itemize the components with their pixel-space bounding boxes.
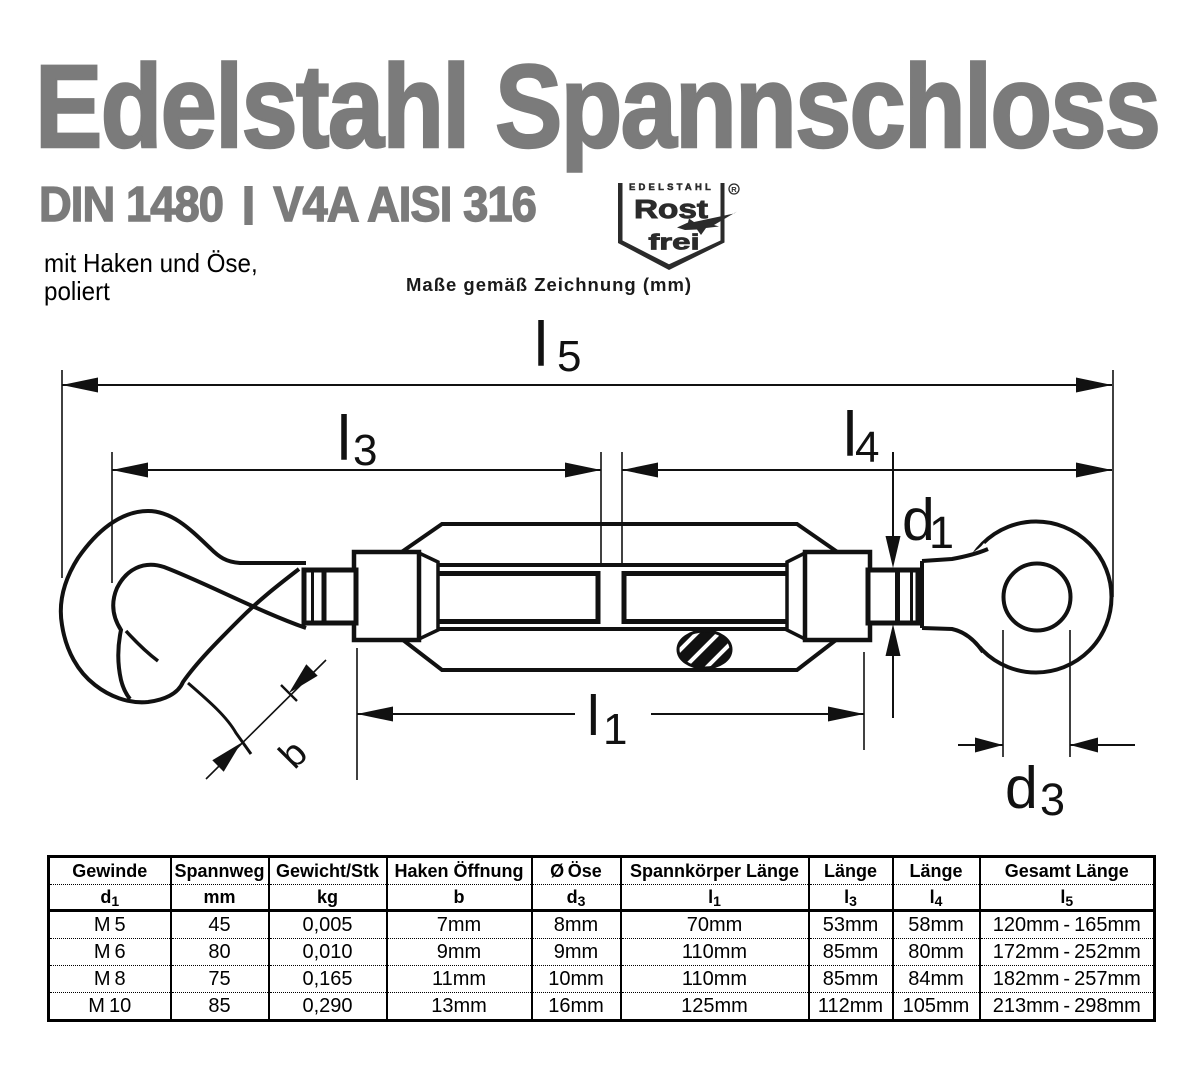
svg-text:3: 3 <box>1040 774 1065 825</box>
svg-text:l: l <box>337 404 351 474</box>
svg-text:d: d <box>902 487 935 553</box>
svg-text:d: d <box>1005 755 1038 821</box>
svg-text:3: 3 <box>353 426 377 475</box>
svg-text:Rost: Rost <box>634 195 708 224</box>
svg-text:l: l <box>843 400 857 470</box>
svg-text:frei: frei <box>648 230 699 254</box>
svg-text:1: 1 <box>603 705 627 754</box>
svg-text:R: R <box>731 185 737 194</box>
svg-text:4: 4 <box>855 423 879 472</box>
svg-text:l: l <box>587 684 600 748</box>
svg-text:b: b <box>271 732 316 777</box>
svg-text:1: 1 <box>929 507 954 558</box>
svg-text:EDELSTAHL: EDELSTAHL <box>629 182 714 193</box>
svg-text:l: l <box>534 310 548 380</box>
svg-text:5: 5 <box>557 332 581 381</box>
